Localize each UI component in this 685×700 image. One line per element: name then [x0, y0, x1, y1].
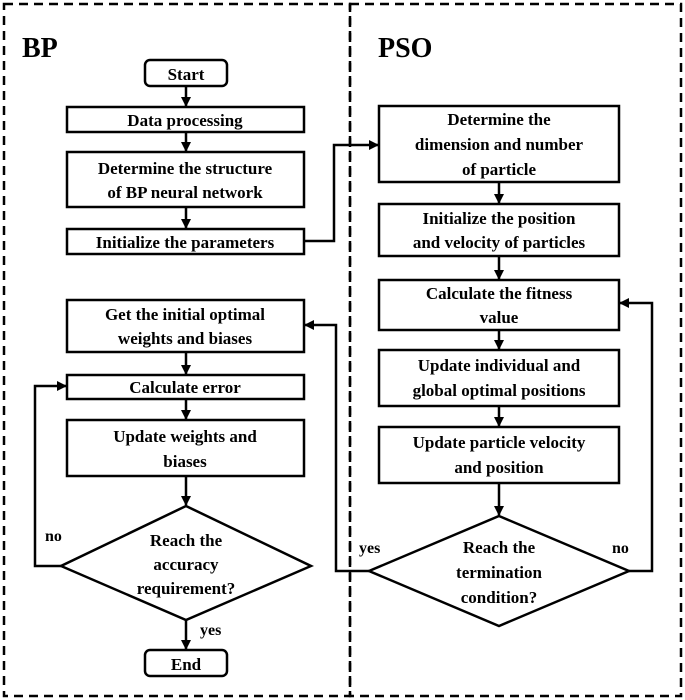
svg-text:Determine the structure: Determine the structure	[98, 159, 273, 178]
accuracy-decision: Reach the accuracy requirement?	[57, 504, 315, 622]
termination-yes-connector	[304, 320, 369, 573]
accuracy-yes-label: yes	[200, 622, 221, 639]
svg-text:of particle: of particle	[462, 160, 537, 179]
svg-text:of BP neural network: of BP neural network	[107, 183, 263, 202]
bp-section-title: BP	[22, 33, 58, 64]
bp-structure-box: Determine the structure of BP neural net…	[65, 150, 306, 209]
init-parameters-box: Initialize the parameters	[65, 227, 306, 256]
svg-text:Calculate the fitness: Calculate the fitness	[426, 284, 573, 303]
pso-section-frame	[348, 2, 683, 698]
termination-no-label: no	[612, 540, 629, 557]
pso-update-optimal-box: Update individual and global optimal pos…	[377, 348, 621, 408]
pso-init-position-box: Initialize the position and velocity of …	[377, 202, 621, 258]
bp-to-pso-connector	[304, 140, 379, 243]
accuracy-no-label: no	[45, 528, 62, 545]
svg-text:Data processing: Data processing	[127, 111, 243, 130]
termination-decision: Reach the termination condition?	[365, 514, 633, 628]
svg-text:Get the initial optimal: Get the initial optimal	[105, 305, 265, 324]
svg-text:condition?: condition?	[461, 588, 538, 607]
svg-text:Start: Start	[168, 65, 205, 84]
data-processing-box: Data processing	[65, 105, 306, 134]
pso-fitness-box: Calculate the fitness value	[377, 278, 621, 332]
svg-text:accuracy: accuracy	[153, 555, 219, 574]
svg-text:Update weights and: Update weights and	[113, 427, 257, 446]
initial-weights-box: Get the initial optimal weights and bias…	[65, 298, 306, 354]
svg-text:Calculate error: Calculate error	[129, 378, 241, 397]
pso-dimension-box: Determine the dimension and number of pa…	[377, 104, 621, 184]
svg-text:End: End	[171, 655, 202, 674]
svg-text:Update individual and: Update individual and	[418, 356, 581, 375]
svg-text:Reach the: Reach the	[150, 531, 223, 550]
svg-text:requirement?: requirement?	[137, 579, 236, 598]
svg-text:Reach the: Reach the	[463, 538, 536, 557]
accuracy-no-loop	[33, 381, 67, 568]
svg-text:weights and biases: weights and biases	[118, 329, 253, 348]
svg-text:Initialize the parameters: Initialize the parameters	[96, 233, 275, 252]
termination-yes-label: yes	[359, 540, 380, 557]
calculate-error-box: Calculate error	[65, 373, 306, 401]
start-terminal: Start	[143, 58, 229, 88]
svg-text:Determine the: Determine the	[447, 110, 551, 129]
svg-text:value: value	[480, 308, 519, 327]
svg-text:global optimal positions: global optimal positions	[413, 381, 586, 400]
svg-text:termination: termination	[456, 563, 542, 582]
pso-update-velocity-box: Update particle velocity and position	[377, 425, 621, 485]
end-terminal: End	[143, 648, 229, 678]
svg-text:biases: biases	[163, 452, 207, 471]
svg-text:Initialize the position: Initialize the position	[422, 209, 576, 228]
svg-text:and velocity of particles: and velocity of particles	[413, 233, 586, 252]
svg-text:Update particle velocity: Update particle velocity	[413, 433, 586, 452]
update-weights-box: Update weights and biases	[65, 418, 306, 478]
svg-text:and position: and position	[454, 458, 544, 477]
svg-text:dimension and number: dimension and number	[415, 135, 584, 154]
pso-section-title: PSO	[378, 33, 432, 64]
termination-no-loop	[619, 298, 654, 573]
